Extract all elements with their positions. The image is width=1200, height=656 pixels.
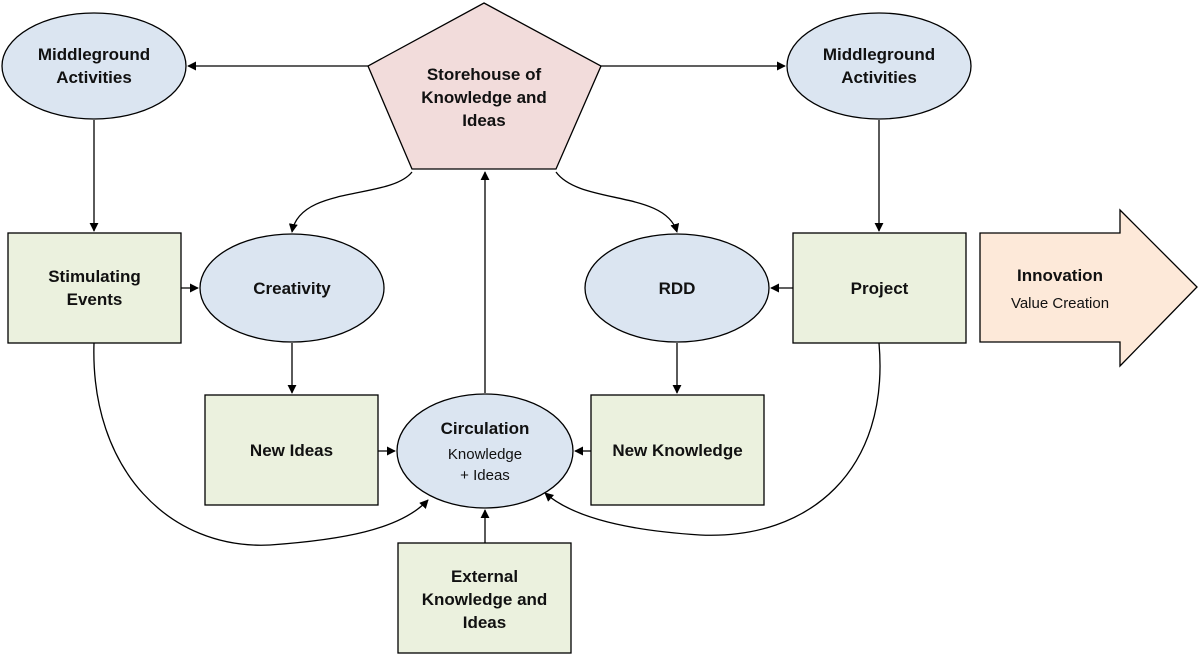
innovation-arrow: [979, 208, 1198, 368]
arrow-storehouse-to-creativity: [288, 171, 413, 233]
circulation-shape: [396, 393, 574, 509]
new-ideas-box: [204, 394, 379, 506]
project-box: [792, 232, 967, 344]
middleground-left-shape: [1, 12, 187, 120]
creativity-shape: [199, 233, 385, 343]
arrow-project-to-circulation: [544, 342, 881, 536]
middleground-right-shape: [786, 12, 972, 120]
stimulating-events-box: [7, 232, 182, 344]
arrow-storehouse-to-rdd: [555, 171, 680, 233]
arrow-stimulating-to-circulation: [93, 342, 429, 546]
rdd-shape: [584, 233, 770, 343]
new-knowledge-box: [590, 394, 765, 506]
external-knowledge-box: [397, 542, 572, 654]
storehouse-pentagon: [367, 2, 602, 170]
